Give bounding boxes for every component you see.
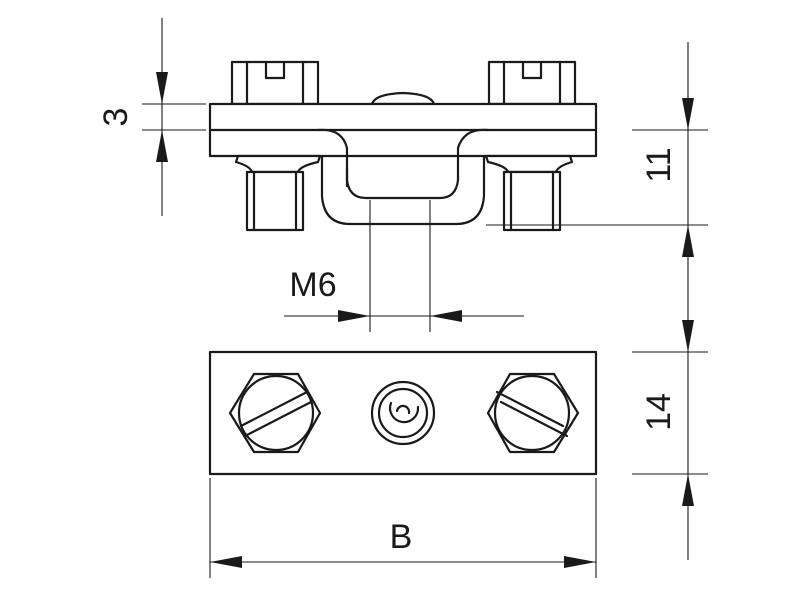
center-dome [370,91,436,106]
dim-thread: M6 [284,266,524,322]
dim-label-width: 14 [640,393,678,431]
left-bolt-shank [234,154,322,232]
dim-label-thickness: 3 [97,108,135,127]
dim-label-length: B [390,518,413,556]
dim-height: 11 [486,42,708,352]
dim-label-height: 11 [640,147,678,182]
right-bolt-head [487,60,577,106]
side-view [208,60,598,332]
dim-thickness: 3 [97,18,206,216]
dim-width: 14 [632,320,708,560]
u-clamp [316,128,490,226]
center-stud [370,380,436,446]
top-view [208,350,598,476]
left-bolt-head [230,60,320,106]
right-hex-bolt [486,372,580,454]
left-hex-bolt [228,372,322,454]
dim-length: B [209,478,597,578]
dim-label-thread: M6 [289,266,336,304]
top-plate [208,102,598,158]
right-bolt-shank [484,154,574,232]
